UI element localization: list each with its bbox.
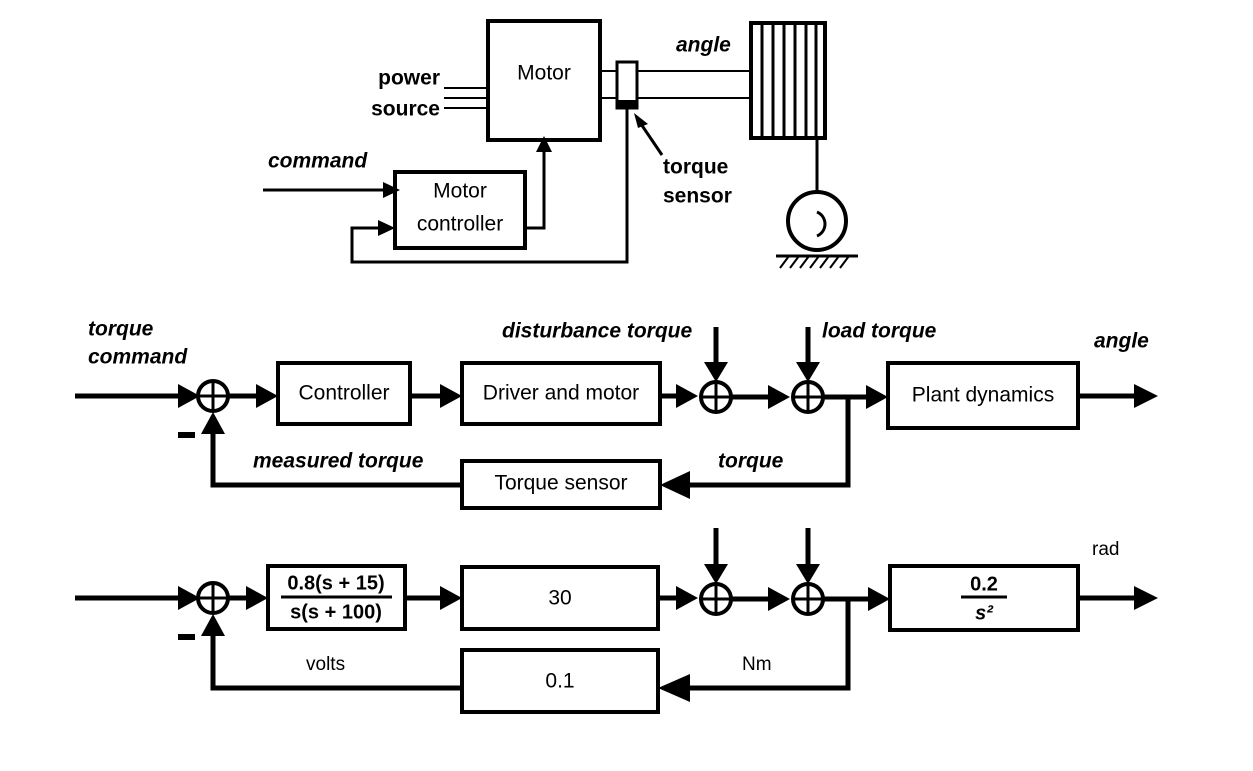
sum2-to-sum3-arrow-head: [768, 385, 790, 409]
pendulum-bob-arc: [816, 210, 827, 238]
plant-output-arrow-head: [1134, 384, 1158, 408]
numeric-torque-feedback-arrow-head: [658, 674, 690, 702]
plant-dynamics-box: [886, 361, 1080, 430]
nm-tap-label: Nm: [742, 654, 772, 675]
numeric-disturbance-arrow-head: [704, 564, 728, 584]
controller-tf-denominator: s(s + 100): [290, 601, 382, 623]
sensor-gain-label: 0.1: [545, 670, 574, 693]
numeric-gain-to-sum2-arrow-head: [676, 586, 698, 610]
sensor-feedback-arrow-head: [378, 220, 395, 236]
driver-motor-box-label: Driver and motor: [483, 382, 639, 405]
numeric-sum-to-controller-arrow-head: [246, 586, 268, 610]
numeric-volts-feedback-path: [210, 636, 462, 691]
torque-sensor-box-label: Torque sensor: [494, 472, 627, 495]
motor-controller-box: [393, 170, 527, 250]
load-torque-label: load torque: [822, 320, 937, 343]
driver-motor-gain-label: 30: [548, 587, 571, 610]
numeric-summing-junction-load: [791, 582, 825, 616]
physical-schematic-group: Motor power source Motor controller comm…: [263, 19, 858, 269]
controller-box-label: Controller: [298, 382, 389, 405]
pendulum-bob: [786, 190, 848, 252]
motor-box-label: Motor: [517, 62, 571, 85]
load-torque-arrow-head: [796, 362, 820, 382]
command-arrow-head: [383, 182, 400, 198]
sum-to-controller-arrow-head: [256, 384, 278, 408]
numeric-volts-feedback-arrow-head: [201, 614, 225, 636]
volts-feedback-label: volts: [306, 654, 345, 675]
numeric-plant-output-arrow-head: [1134, 586, 1158, 610]
torque-feedback-arrow-head: [660, 471, 690, 499]
plant-tf-numerator: 0.2: [970, 573, 998, 595]
torque-sensor-label-line2: sensor: [663, 185, 732, 208]
numeric-block-diagram-group: 0.8(s + 15) s(s + 100) 30: [75, 528, 1158, 714]
controller-tf-numerator: 0.8(s + 15): [287, 572, 384, 594]
disturbance-torque-arrow-head: [704, 362, 728, 382]
torque-command-input-arrow-head: [178, 384, 200, 408]
load-inertia-stripes: [760, 23, 818, 138]
numeric-summing-junction: [196, 581, 230, 615]
ground-hatching: [779, 255, 850, 269]
controller-to-driver-arrow-head: [440, 384, 462, 408]
rad-output-label: rad: [1092, 539, 1119, 560]
summing-junction-input: [196, 379, 230, 413]
command-label: command: [268, 150, 368, 173]
sensor-gain-box: [460, 648, 660, 714]
numeric-summing-junction-disturbance: [699, 582, 733, 616]
disturbance-torque-label: disturbance torque: [502, 320, 693, 343]
plant-dynamics-box-label: Plant dynamics: [912, 384, 1054, 407]
conceptual-block-diagram-group: torque command Controller Driver and mot…: [75, 318, 1158, 510]
power-source-label-line1: power: [378, 67, 440, 90]
driver-to-sum2-arrow-head: [676, 384, 698, 408]
minus-sign-bottom: [178, 634, 195, 640]
torque-feedback-path: [690, 397, 851, 488]
torque-sensor-callout-line: [639, 123, 664, 156]
minus-sign-middle: [178, 432, 195, 438]
sum3-to-plant-arrow-head: [866, 385, 888, 409]
motor-controller-label-line2: controller: [417, 213, 503, 236]
torque-tap-label: torque: [718, 450, 784, 473]
angle-output-label: angle: [1094, 330, 1149, 353]
measured-torque-label: measured torque: [253, 450, 424, 473]
motor-box: [486, 19, 602, 142]
torque-command-label-line1: torque: [88, 318, 154, 341]
numeric-torque-feedback-path: [690, 599, 851, 691]
numeric-load-arrow-head: [796, 564, 820, 584]
numeric-sum2-to-sum3-arrow-head: [768, 587, 790, 611]
measured-torque-arrow-head: [201, 412, 225, 434]
plant-tf-denominator: s²: [975, 602, 994, 624]
angle-label-schematic: angle: [676, 34, 731, 57]
torque-sensor-label-line1: torque: [663, 156, 728, 179]
torque-sensor-callout-arrow-head: [634, 113, 648, 128]
numeric-controller-to-gain-arrow-head: [440, 586, 462, 610]
numeric-input-arrow-head: [178, 586, 200, 610]
summing-junction-disturbance: [699, 380, 733, 414]
summing-junction-load: [791, 380, 825, 414]
numeric-sum3-to-plant-arrow-head: [868, 587, 890, 611]
torque-sensor-element-base: [617, 100, 637, 108]
measured-torque-path: [210, 434, 462, 488]
sensor-feedback-wire: [350, 108, 629, 264]
motor-controller-label-line1: Motor: [433, 180, 487, 203]
controller-to-motor-arrow-head: [536, 136, 552, 152]
torque-command-label-line2: command: [88, 346, 188, 369]
driver-motor-box: [460, 361, 662, 426]
power-source-label-line2: source: [371, 98, 440, 121]
controller-to-motor-line: [525, 152, 546, 230]
